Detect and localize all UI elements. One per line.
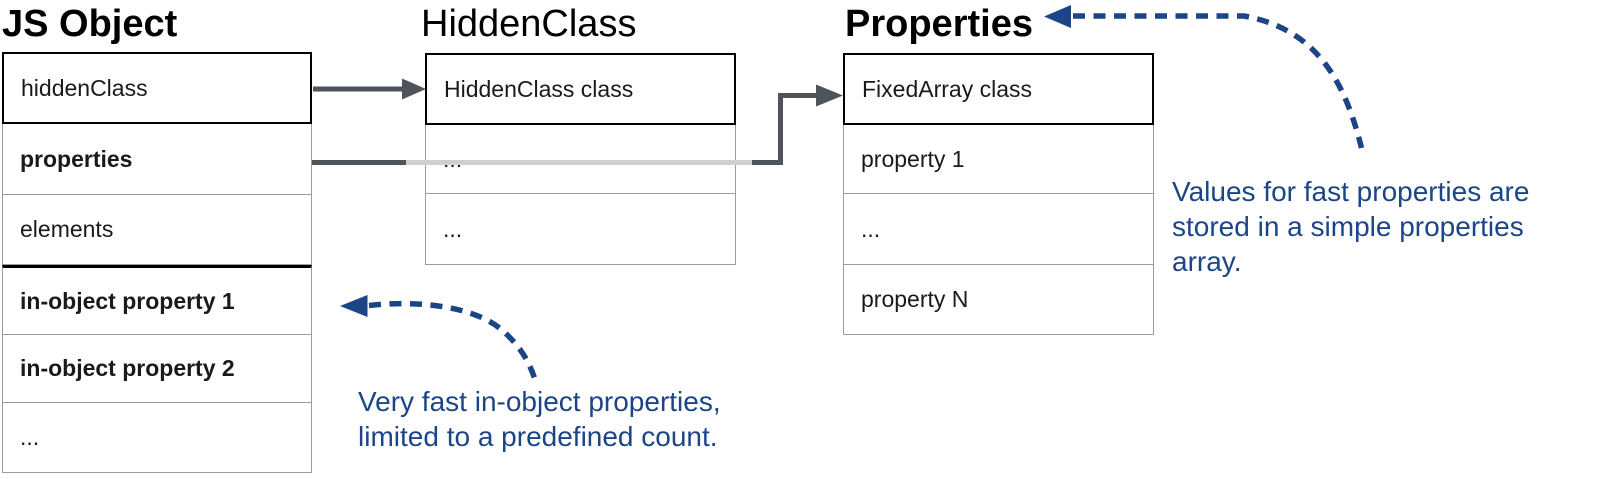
- arrow-elbow: [752, 93, 817, 165]
- js-object-title: JS Object: [2, 3, 178, 45]
- table-row-ellipsis: ...: [425, 125, 736, 194]
- properties-table: FixedArray class property 1 ... property…: [843, 53, 1154, 335]
- table-row-elements: elements: [2, 195, 312, 265]
- annotation-line: Very fast in-object properties,: [358, 386, 721, 417]
- hidden-class-title: HiddenClass: [421, 3, 637, 45]
- table-row-hiddenclass-class: HiddenClass class: [425, 53, 736, 125]
- annotation-line: stored in a simple properties: [1172, 211, 1524, 242]
- table-row-fixedarray-class: FixedArray class: [843, 53, 1154, 125]
- annotation-line: limited to a predefined count.: [358, 421, 718, 452]
- annotation-in-object-properties: Very fast in-object properties, limited …: [358, 384, 721, 454]
- table-row-inobject-2: in-object property 2: [2, 335, 312, 403]
- annotation-line: Values for fast properties are: [1172, 176, 1530, 207]
- arrow-left-head-icon: [340, 295, 368, 317]
- table-row-properties: properties: [2, 124, 312, 195]
- table-row-property-1: property 1: [843, 125, 1154, 194]
- annotation-fast-properties-values: Values for fast properties are stored in…: [1172, 174, 1529, 279]
- dashed-curve: [368, 300, 538, 379]
- table-row-inobject-1: in-object property 1: [2, 265, 312, 335]
- properties-title: Properties: [845, 3, 1033, 45]
- annotation-line: array.: [1172, 246, 1242, 277]
- table-row-ellipsis: ...: [425, 194, 736, 265]
- js-object-table: hiddenClass properties elements in-objec…: [2, 52, 312, 473]
- hidden-class-table: HiddenClass class ... ...: [425, 53, 736, 265]
- arrow-left-head-icon: [1044, 5, 1071, 28]
- hiddenclass-arrow: [313, 78, 426, 100]
- table-row-ellipsis: ...: [2, 403, 312, 473]
- in-object-callout-arrow: [340, 295, 538, 379]
- arrow-right-head-icon: [402, 78, 426, 100]
- table-row-ellipsis: ...: [843, 194, 1154, 265]
- table-row-property-n: property N: [843, 265, 1154, 335]
- arrow-right-head-icon: [816, 84, 843, 107]
- table-row-hiddenclass: hiddenClass: [2, 52, 312, 124]
